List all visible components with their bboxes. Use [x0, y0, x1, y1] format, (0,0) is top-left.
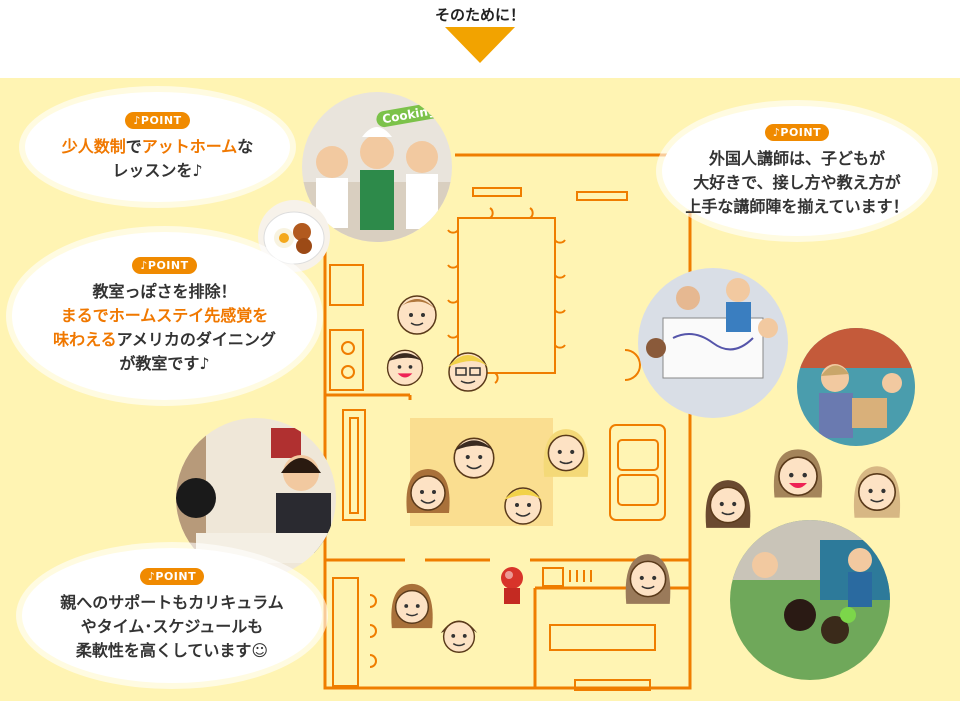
- text-fragment: 少人数制: [61, 136, 126, 156]
- point-badge: ♪POINT: [764, 123, 830, 141]
- text-fragment: 柔軟性を高くしています☺: [75, 641, 269, 660]
- text-fragment: まるでホームステイ先感覚を: [60, 305, 269, 325]
- parent-face-icon: [391, 583, 433, 629]
- point-line: まるでホームステイ先感覚を: [53, 304, 276, 328]
- child-face-icon: [453, 437, 495, 479]
- text-fragment: 外国人講師は、子どもが: [708, 148, 885, 168]
- teacher-face-icon: [543, 429, 589, 477]
- point-text: 親へのサポートもカリキュラム やタイム･スケジュールも 柔軟性を高くしています☺: [60, 591, 284, 663]
- text-fragment: アットホーム: [141, 136, 238, 156]
- teacher-with-child-photo: [797, 328, 915, 446]
- text-fragment: 教室っぽさを排除！: [92, 281, 237, 301]
- child-face-icon: [397, 295, 437, 335]
- point-line: 外国人講師は、子どもが: [685, 147, 908, 171]
- down-arrow-icon: [445, 27, 515, 63]
- text-fragment: が教室です♪: [119, 353, 210, 373]
- point-bubble-1: ♪POINT 少人数制でアットホームな レッスンを♪: [25, 92, 290, 202]
- staff-face-icon: [625, 554, 671, 604]
- point-line: が教室です♪: [53, 352, 276, 376]
- point-line: 大好きで、接し方や教え方が: [685, 171, 908, 195]
- teacher-face-icon: [705, 480, 751, 528]
- dining-table: [457, 217, 556, 374]
- classroom-teachers-photo: [638, 268, 788, 418]
- text-fragment: 味わえる: [53, 329, 117, 349]
- outer-wall: [323, 153, 692, 690]
- section-title: そのために！: [434, 6, 525, 24]
- teacher-face-icon: [853, 466, 901, 518]
- text-fragment: 親へのサポートもカリキュラム: [60, 593, 284, 612]
- point-text: 外国人講師は、子どもが 大好きで、接し方や教え方が 上手な講師陣を揃えています！: [685, 147, 908, 219]
- point-bubble-3: ♪POINT 親へのサポートもカリキュラム やタイム･スケジュールも 柔軟性を高…: [22, 548, 322, 683]
- teacher-face-icon: [448, 352, 488, 392]
- point-bubble-2: ♪POINT 教室っぽさを排除！ まるでホームステイ先感覚を 味わえるアメリカの…: [12, 232, 317, 400]
- point-line: 柔軟性を高くしています☺: [60, 639, 284, 663]
- teacher-face-icon: [504, 487, 542, 525]
- point-line: 上手な講師陣を揃えています！: [685, 195, 908, 219]
- point-line: やタイム･スケジュールも: [60, 615, 284, 639]
- text-fragment: な: [237, 136, 254, 156]
- teacher-face-icon: [773, 449, 823, 498]
- point-bubble-4: ♪POINT 外国人講師は、子どもが 大好きで、接し方や教え方が 上手な講師陣を…: [662, 106, 932, 236]
- child-face-icon: [406, 469, 450, 513]
- text-fragment: 大好きで、接し方や教え方が: [693, 172, 901, 192]
- group-activity-photo: [730, 520, 890, 680]
- text-fragment: やタイム･スケジュールも: [80, 617, 264, 636]
- point-badge: ♪POINT: [125, 111, 190, 129]
- point-badge: ♪POINT: [132, 256, 197, 274]
- text-fragment: で: [125, 136, 142, 156]
- gumball-machine-icon: [501, 567, 523, 604]
- point-text: 少人数制でアットホームな レッスンを♪: [62, 135, 254, 183]
- point-line: 味わえるアメリカのダイニング: [53, 328, 276, 352]
- child-face-icon: [386, 349, 424, 387]
- parent-face-icon: [440, 620, 478, 653]
- point-line: 親へのサポートもカリキュラム: [60, 591, 284, 615]
- point-badge: ♪POINT: [139, 568, 205, 585]
- text-fragment: レッスンを♪: [112, 160, 203, 180]
- text-fragment: 上手な講師陣を揃えています！: [685, 196, 909, 216]
- point-line: 教室っぽさを排除！: [53, 280, 276, 304]
- point-text: 教室っぽさを排除！ まるでホームステイ先感覚を 味わえるアメリカのダイニング が…: [53, 280, 276, 376]
- text-fragment: アメリカのダイニング: [116, 329, 276, 349]
- point-line: 少人数制でアットホームな: [62, 135, 254, 159]
- point-line: レッスンを♪: [62, 159, 254, 183]
